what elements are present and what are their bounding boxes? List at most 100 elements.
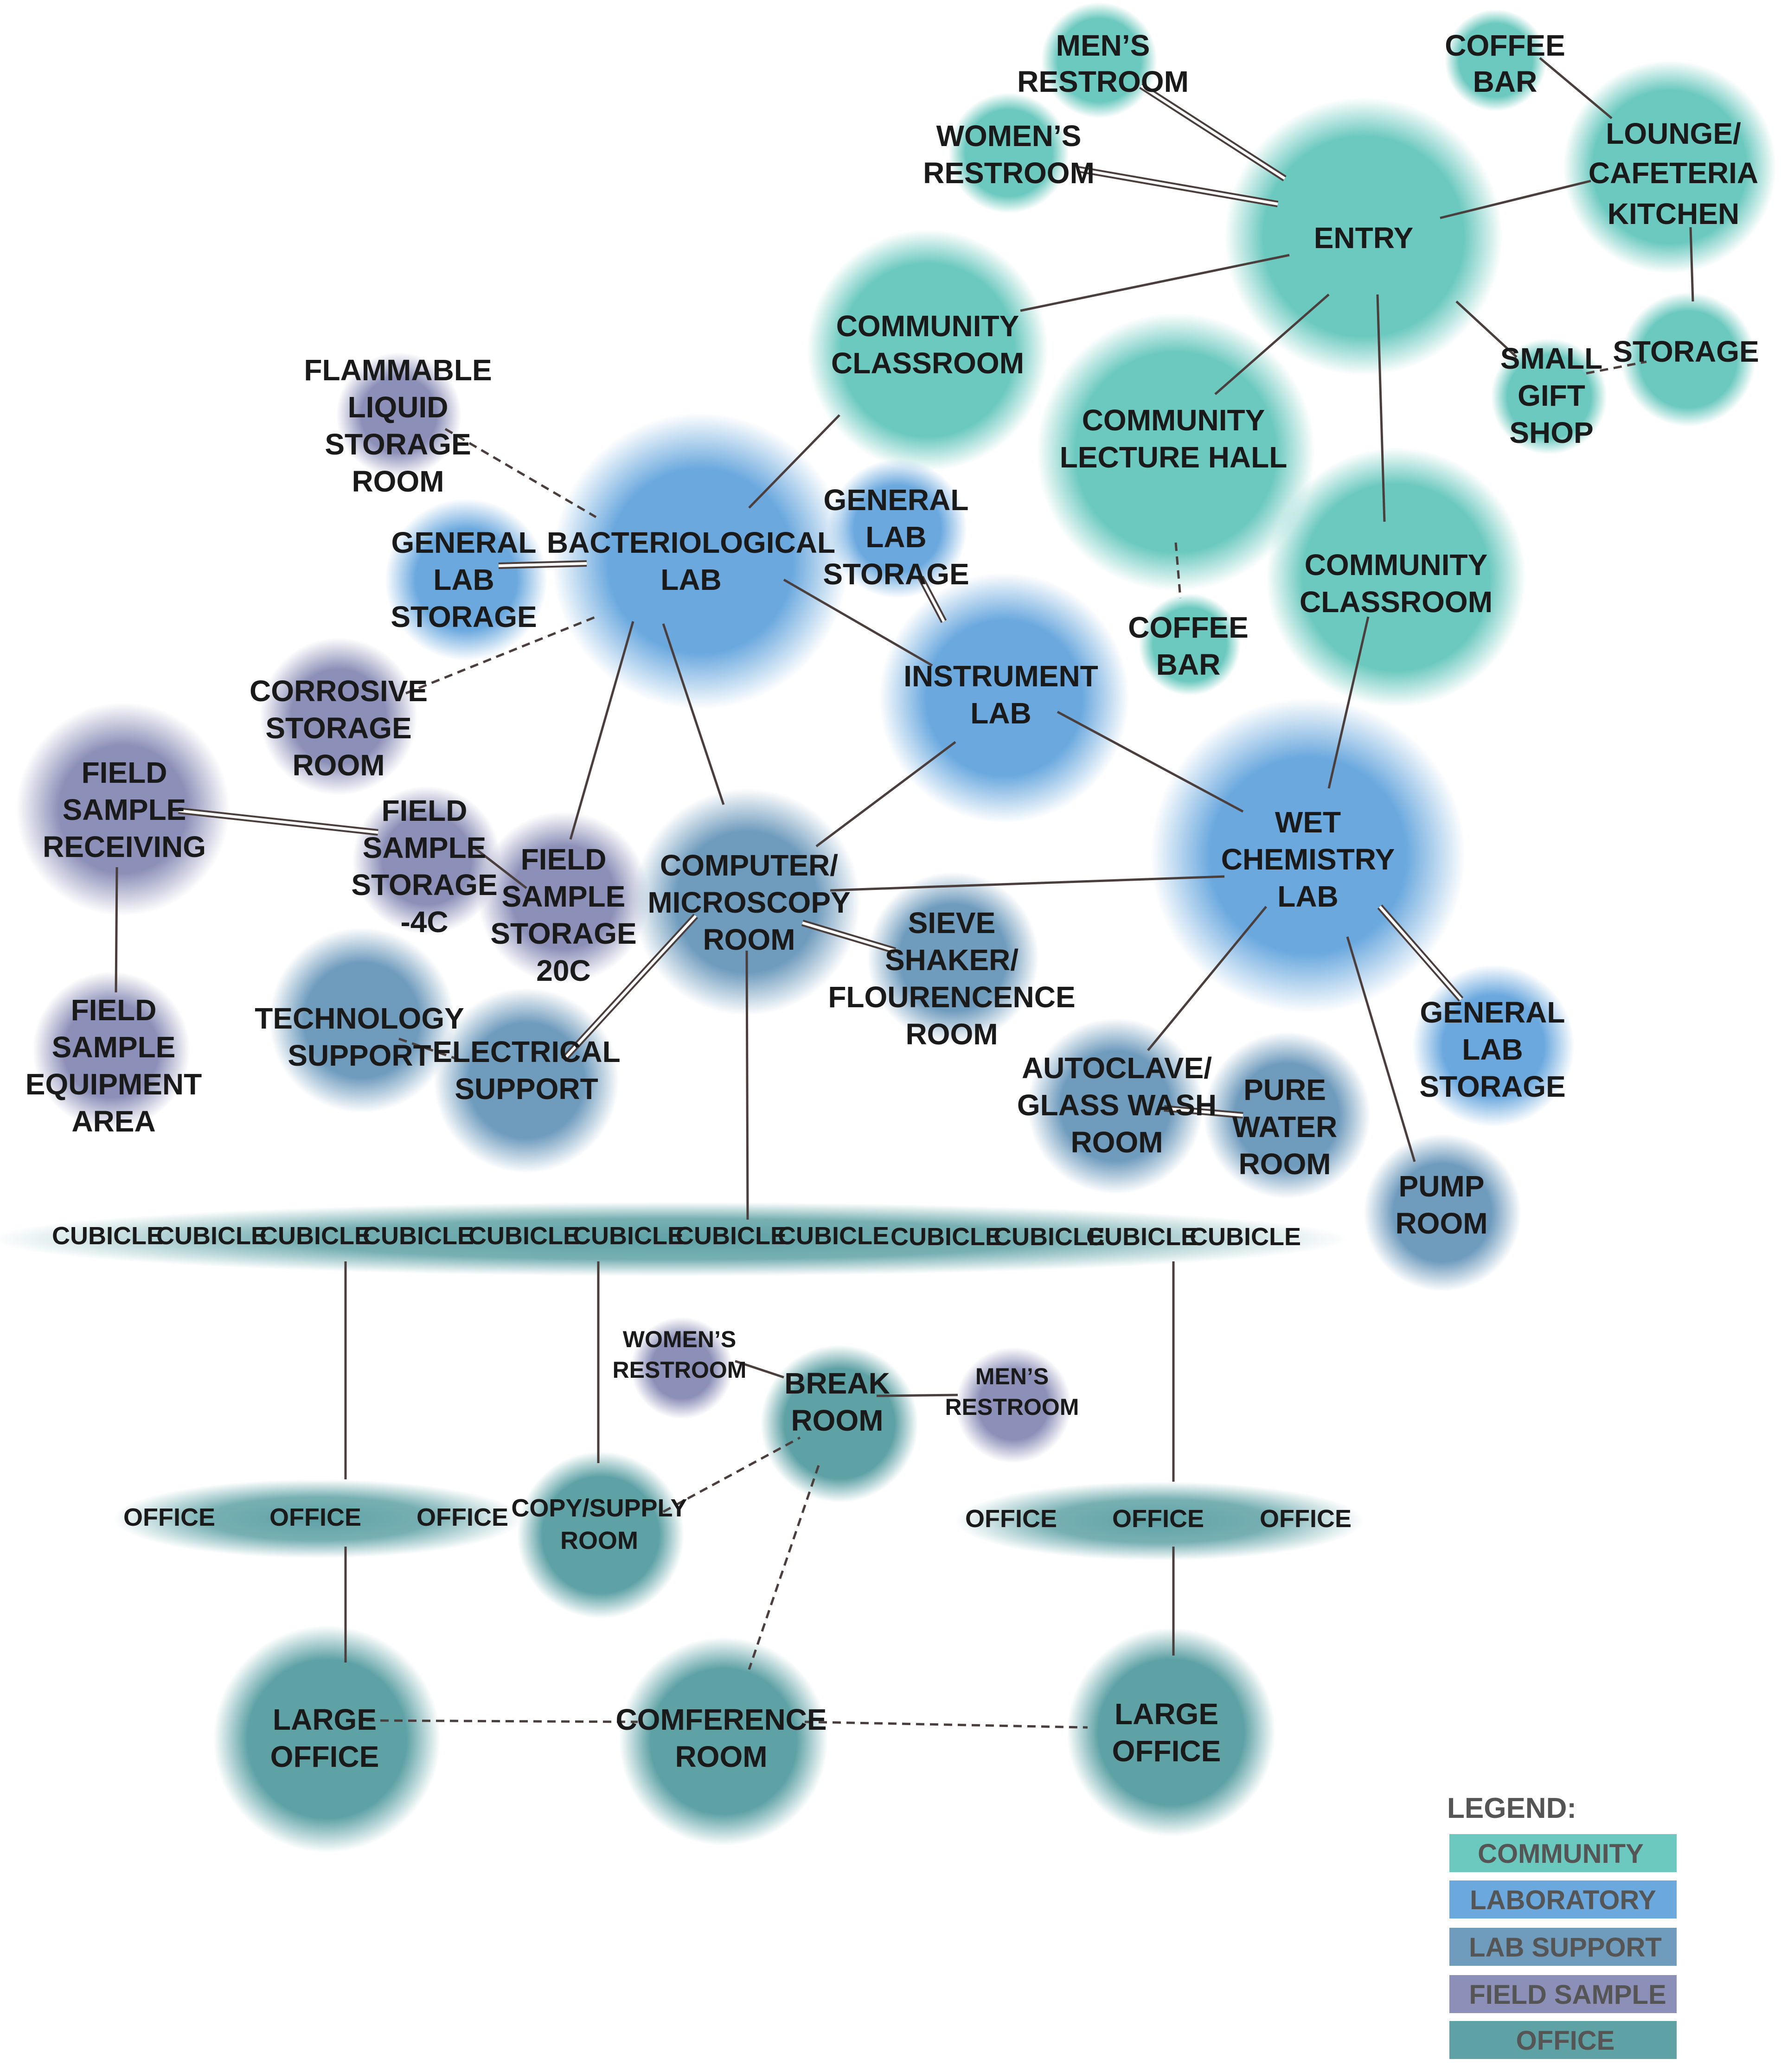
- copy-supply-bubble: [517, 1452, 684, 1618]
- computer-microscopy-bubble: [633, 788, 860, 1016]
- cubicle-label: CUBICLE: [1190, 1223, 1301, 1251]
- link-lounge-storage: [1689, 227, 1694, 302]
- small-gift-shop-bubble: [1491, 339, 1607, 454]
- community-lecture-hall-bubble: [1037, 313, 1315, 591]
- link-largeleft-conference: [366, 1719, 638, 1723]
- coffee-bar-mid-bubble: [1139, 594, 1241, 696]
- cubicle-band: [0, 1202, 1350, 1276]
- link-copy-break: [662, 1436, 801, 1513]
- bacteriological-lab-bubble: [552, 413, 849, 710]
- office-label: OFFICE: [123, 1503, 215, 1531]
- cubicle-label: CUBICLE: [890, 1223, 1002, 1251]
- cubicle-label: CUBICLE: [468, 1222, 580, 1250]
- link-wetchem-autoclave: [1147, 906, 1267, 1051]
- legend-title: LEGEND:: [1447, 1792, 1576, 1824]
- large-office-left-bubble: [213, 1625, 441, 1853]
- community-classroom-1-bubble: [807, 230, 1048, 471]
- entry-bubble: [1224, 97, 1503, 376]
- link-tech-electrical: [398, 1037, 460, 1061]
- entry-label: ENTRY: [1314, 221, 1414, 255]
- office-label: OFFICE: [416, 1503, 508, 1531]
- link-receiving-equipment: [115, 867, 118, 993]
- link-conference-largeright: [804, 1720, 1088, 1729]
- office-labels-right: OFFICE OFFICE OFFICE: [965, 1505, 1352, 1533]
- legend-swatch-office: [1449, 2021, 1677, 2059]
- field-sample-storage-4c-bubble: [352, 786, 501, 934]
- link-corrosive-baclab: [405, 615, 596, 695]
- field-sample-storage-20c-bubble: [478, 812, 649, 983]
- link-entry-giftshop: [1455, 301, 1518, 358]
- conference-room-bubble: [619, 1637, 828, 1846]
- legend-swatch-laboratory: [1449, 1880, 1677, 1919]
- sieve-shaker-bubble: [867, 872, 1039, 1043]
- link-computer-cubicles: [745, 950, 749, 1220]
- link-entry-classroom2: [1376, 294, 1386, 522]
- electrical-support-bubble: [434, 988, 619, 1173]
- break-room-bubble: [761, 1345, 918, 1503]
- legend-swatch-community: [1449, 1834, 1677, 1872]
- link-baclab-computer: [662, 623, 725, 805]
- link-baclab-instrument: [783, 578, 933, 667]
- general-lab-storage-right-bubble: [1412, 965, 1575, 1127]
- link-classroom2-wetchem: [1327, 616, 1370, 789]
- wet-chemistry-bubble: [1150, 698, 1466, 1013]
- general-lab-storage-left-bubble: [385, 499, 547, 661]
- cubicle-label: CUBICLE: [52, 1222, 163, 1250]
- office-label: OFFICE: [1112, 1505, 1204, 1533]
- office-band-right: [955, 1482, 1364, 1560]
- instrument-lab-bubble: [879, 573, 1129, 823]
- legend-laboratory-label: LABORATORY: [1470, 1885, 1656, 1915]
- link-coffee-lounge: [1539, 57, 1613, 119]
- office-label: OFFICE: [965, 1505, 1057, 1533]
- legend-field-sample-label: FIELD SAMPLE: [1469, 1980, 1666, 2010]
- general-lab-storage-top-bubble: [828, 459, 967, 598]
- link-instrument-wetchem: [1057, 710, 1244, 813]
- storage-label: STORAGE: [1613, 335, 1759, 368]
- link-4c-20c: [474, 848, 527, 889]
- link-wetchem-pump: [1346, 936, 1416, 1162]
- coffee-bar-top-bubble: [1445, 9, 1547, 111]
- legend-office-label: OFFICE: [1516, 2026, 1615, 2056]
- cubicle-label: CUBICLE: [573, 1222, 684, 1250]
- lounge-bubble: [1563, 60, 1776, 274]
- link-instrument-computer: [815, 741, 956, 847]
- legend: LEGEND: COMMUNITY LABORATORY LAB SUPPORT…: [1447, 1792, 1677, 2059]
- legend-community-label: COMMUNITY: [1478, 1839, 1644, 1869]
- mens-restroom-bottom-bubble: [955, 1347, 1071, 1463]
- link-womens-break: [735, 1360, 784, 1379]
- pump-room-bubble: [1364, 1134, 1521, 1292]
- cubicle-label: CUBICLE: [363, 1222, 474, 1250]
- womens-restroom-top-bubble: [948, 93, 1069, 213]
- cubicle-label: CUBICLE: [676, 1222, 787, 1250]
- field-sample-equipment-bubble: [32, 972, 190, 1129]
- link-baclab-fs20c: [569, 621, 634, 840]
- office-label: OFFICE: [1260, 1505, 1352, 1533]
- double-links: [178, 83, 1464, 1119]
- legend-swatch-lab-support: [1449, 1928, 1677, 1966]
- office-labels-left: OFFICE OFFICE OFFICE: [123, 1503, 508, 1531]
- large-office-right-bubble: [1067, 1628, 1275, 1836]
- link-classroom1-baclab: [748, 414, 840, 509]
